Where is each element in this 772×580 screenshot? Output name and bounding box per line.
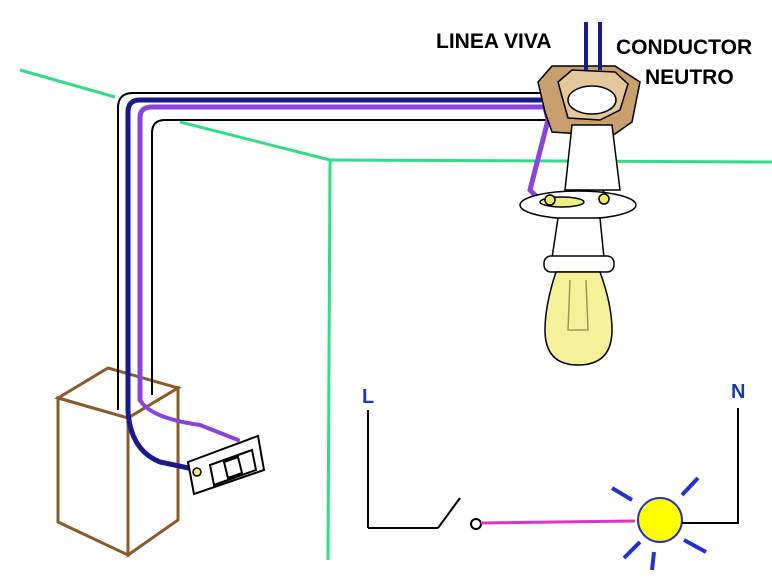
label-conductor: CONDUCTOR (616, 36, 752, 59)
room-edges (19, 68, 772, 561)
schematic (367, 408, 739, 571)
schematic-switch (437, 497, 461, 529)
conduit (117, 92, 562, 410)
schematic-neutral-line (682, 408, 739, 524)
lamp (519, 124, 637, 366)
schematic-lamp-feed (480, 519, 636, 525)
label-l: L (362, 386, 374, 408)
wall-edge-right (329, 158, 772, 164)
wall-edge-corner (326, 159, 332, 561)
schematic-lamp (637, 497, 683, 543)
wire-live (125, 97, 585, 413)
label-n: N (731, 381, 745, 403)
wire-switched-drop (138, 398, 240, 442)
wire-switched (137, 104, 551, 403)
label-neutro: NEUTRO (645, 66, 734, 89)
wall-edge-top-left (19, 68, 116, 99)
schematic-switch-contact (470, 518, 482, 530)
wall-edge-ceiling (179, 120, 331, 162)
wire-live-drop (125, 407, 201, 473)
light-switch (186, 434, 266, 496)
wires (125, 97, 605, 473)
lamp-rays (610, 476, 707, 571)
ceiling-junction-box (537, 22, 641, 137)
label-linea-viva: LINEA VIVA (436, 30, 552, 53)
